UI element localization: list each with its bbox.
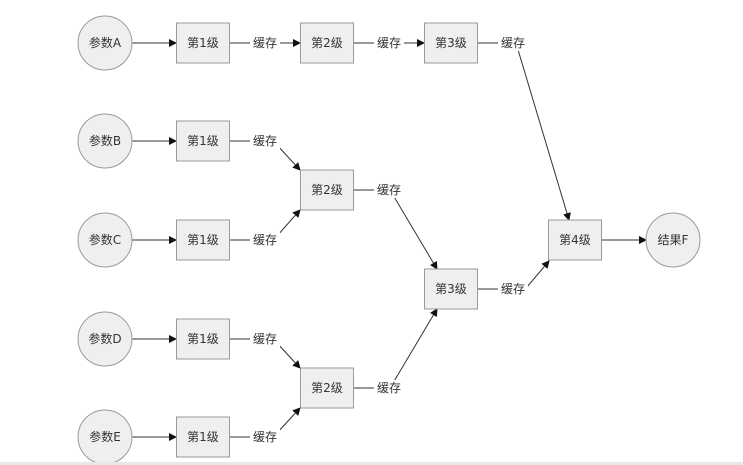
node-shape [77,212,133,268]
node-label: 第1级 [187,134,219,148]
node-shape [176,219,230,261]
node-shape [176,120,230,162]
node-shape [176,318,230,360]
edge-d1-to-de2: 缓存 [229,331,301,369]
edge-label-background [374,182,404,198]
edge-label: 缓存 [253,233,277,247]
edge-label: 缓存 [253,134,277,148]
node-shape [77,113,133,169]
edge-label-background [498,281,528,297]
edge-label: 缓存 [253,36,277,50]
node-label: 参数C [89,232,121,247]
edge-label: 缓存 [501,36,525,50]
edge-a1-to-a2: 缓存 [229,35,301,51]
edge-a2-to-a3: 缓存 [353,35,425,51]
node-shape [300,367,354,409]
edge-b1-to-bc2: 缓存 [229,133,301,171]
edge-label: 缓存 [377,381,401,395]
edge-label-background [374,35,404,51]
circle-node-pD: 参数D [77,311,133,367]
node-label: 参数A [89,35,122,50]
edge-m3-to-l4: 缓存 [477,260,550,297]
box-node-d1: 第1级 [176,318,230,360]
edge-label-background [250,35,280,51]
box-node-b1: 第1级 [176,120,230,162]
edges-layer: 缓存缓存缓存缓存缓存缓存缓存缓存缓存缓存 [132,35,647,445]
node-label: 第2级 [311,381,343,395]
node-label: 第1级 [187,233,219,247]
node-label: 参数E [89,429,121,444]
node-shape [77,15,133,71]
edge-bc2-to-m3: 缓存 [353,182,438,270]
edge-label: 缓存 [377,36,401,50]
edge-line [353,308,438,389]
node-label: 第1级 [187,430,219,444]
node-label: 第2级 [311,183,343,197]
edge-label-background [250,429,280,445]
box-node-e1: 第1级 [176,416,230,458]
node-label: 第2级 [311,36,343,50]
node-label: 第1级 [187,36,219,50]
node-shape [176,416,230,458]
box-node-bc2: 第2级 [300,169,354,211]
edge-line [477,42,571,221]
node-shape [176,22,230,64]
circle-node-pC: 参数C [77,212,133,268]
edge-c1-to-bc2: 缓存 [229,209,301,248]
node-label: 参数D [88,331,121,346]
node-shape [548,219,602,261]
node-label: 第4级 [559,233,591,247]
edge-label-background [250,133,280,149]
edge-de2-to-m3: 缓存 [353,308,438,396]
node-shape [300,22,354,64]
node-label: 第1级 [187,332,219,346]
box-node-a2: 第2级 [300,22,354,64]
box-node-de2: 第2级 [300,367,354,409]
node-label: 第3级 [435,282,467,296]
box-node-l4: 第4级 [548,219,602,261]
edge-label-background [250,232,280,248]
edge-label: 缓存 [501,282,525,296]
node-shape [300,169,354,211]
node-label: 第3级 [435,36,467,50]
box-node-m3: 第3级 [424,268,478,310]
edge-label-background [498,35,528,51]
edge-label: 缓存 [377,183,401,197]
edge-a3-to-l4: 缓存 [477,35,571,221]
edge-e1-to-de2: 缓存 [229,407,301,445]
node-shape [424,22,478,64]
edge-line [353,189,438,270]
nodes-layer: 参数A参数B参数C参数D参数E第1级第2级第3级第1级第1级第2级第1级第1级第… [77,15,701,465]
node-shape [645,212,701,268]
circle-node-pE: 参数E [77,409,133,465]
node-label: 结果F [658,233,689,247]
box-node-a1: 第1级 [176,22,230,64]
bottom-scrollbar-track [0,462,743,465]
node-shape [77,311,133,367]
circle-node-rF: 结果F [645,212,701,268]
edge-label-background [250,331,280,347]
node-label: 参数B [89,133,121,148]
box-node-c1: 第1级 [176,219,230,261]
circle-node-pA: 参数A [77,15,133,71]
edge-label: 缓存 [253,332,277,346]
box-node-a3: 第3级 [424,22,478,64]
node-shape [424,268,478,310]
circle-node-pB: 参数B [77,113,133,169]
edge-label-background [374,380,404,396]
edge-label: 缓存 [253,430,277,444]
